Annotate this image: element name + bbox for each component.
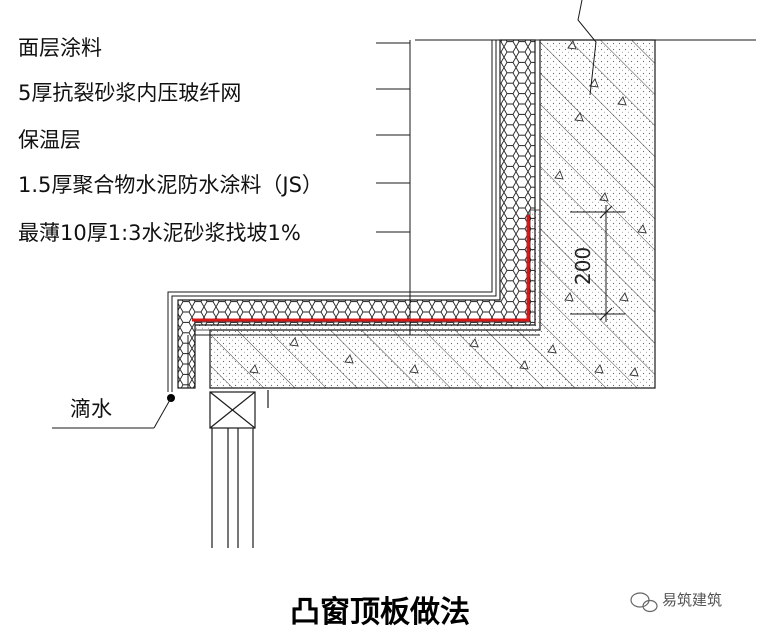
layer-label-3: 保温层: [18, 128, 81, 152]
wechat-icon: [630, 592, 658, 613]
window-frame: [209, 390, 269, 548]
drawing-title: 凸窗顶板做法: [290, 595, 470, 630]
layer-label-2: 5厚抗裂砂浆内压玻纤网: [18, 81, 241, 105]
layer-labels: 面层涂料 5厚抗裂砂浆内压玻纤网 保温层 1.5厚聚合物水泥防水涂料（JS） 最…: [18, 36, 323, 245]
leader-lines: [376, 40, 411, 335]
finish-layer-lines: [167, 40, 540, 392]
insulation-layer: [177, 39, 536, 389]
layer-label-1: 面层涂料: [18, 36, 102, 60]
dimension-text: 200: [571, 247, 595, 285]
watermark-text: 易筑建筑: [662, 591, 722, 609]
waterproof-membrane: [192, 215, 530, 322]
dimension-200: [570, 205, 625, 322]
break-lines: [415, 0, 756, 96]
drip-marker: [52, 394, 175, 429]
layer-label-4: 1.5厚聚合物水泥防水涂料（JS）: [18, 173, 323, 197]
concrete-structure: [209, 39, 656, 389]
watermark: 易筑建筑: [630, 591, 722, 613]
layer-label-5: 最薄10厚1:3水泥砂浆找坡1%: [18, 221, 301, 245]
drip-label: 滴水: [70, 397, 112, 421]
